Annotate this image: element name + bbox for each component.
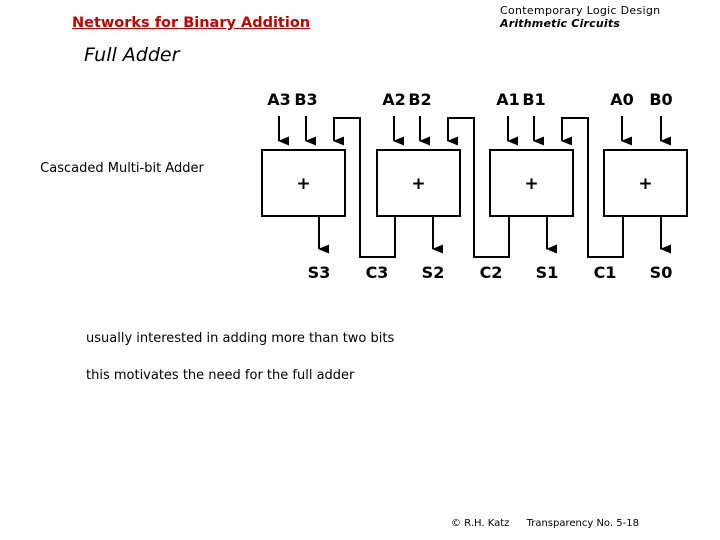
wire-c1-carry-bus [587,216,624,258]
course-title: Contemporary Logic Design [500,4,661,17]
adder-box-0 [603,149,688,217]
copyright-notice: © R.H. Katz [451,518,510,529]
adder-plus-symbol-1: + [524,174,538,194]
adder-stage-2: + A2 B2 S2 C2 [376,90,510,282]
adder-box-3 [261,149,346,217]
slide-footer: © R.H. Katz Transparency No. 5-18 [400,518,690,529]
output-label-s1: S1 [536,263,559,282]
page-title: Networks for Binary Addition [72,15,311,31]
output-label-c1: C1 [594,263,617,282]
adder-box-1 [489,149,574,217]
adder-stage-3: + A3 B3 S3 C3 [261,90,396,282]
output-label-c3: C3 [366,263,389,282]
adder-plus-symbol-0: + [638,174,652,194]
output-label-s0: S0 [650,263,673,282]
adder-stage-1: + A1 B1 S1 C1 [489,90,624,282]
input-label-a3: A3 [267,90,291,109]
page-subtitle: Full Adder [84,44,180,66]
wire-c2-carry-bus [473,216,510,258]
input-label-a0: A0 [610,90,634,109]
cascaded-adder-diagram: + A3 B3 S3 C3 + A2 B2 S2 [261,90,688,282]
input-label-b3: B3 [294,90,317,109]
wire-c2-carry-in [447,117,475,250]
adder-plus-symbol-2: + [411,174,425,194]
input-label-a1: A1 [496,90,520,109]
adder-plus-symbol-3: + [296,174,310,194]
output-label-s3: S3 [308,263,331,282]
diagram-caption: Cascaded Multi-bit Adder [40,161,204,176]
adder-stage-0: + A0 B0 S0 [603,90,688,282]
slide-header: Contemporary Logic Design Arithmetic Cir… [500,4,700,31]
input-label-a2: A2 [382,90,406,109]
wire-c3-carry-in [333,117,361,250]
output-label-c2: C2 [480,263,503,282]
input-label-b1: B1 [522,90,545,109]
chapter-title: Arithmetic Circuits [500,16,621,30]
body-text-line-2: this motivates the need for the full add… [86,368,355,383]
input-label-b2: B2 [408,90,431,109]
output-label-s2: S2 [422,263,445,282]
wire-c3-carry-bus [359,216,396,258]
transparency-number: Transparency No. 5-18 [526,518,639,529]
input-label-b0: B0 [649,90,672,109]
adder-box-2 [376,149,461,217]
body-text-line-1: usually interested in adding more than t… [86,331,395,346]
wire-c1-carry-in [561,117,589,250]
